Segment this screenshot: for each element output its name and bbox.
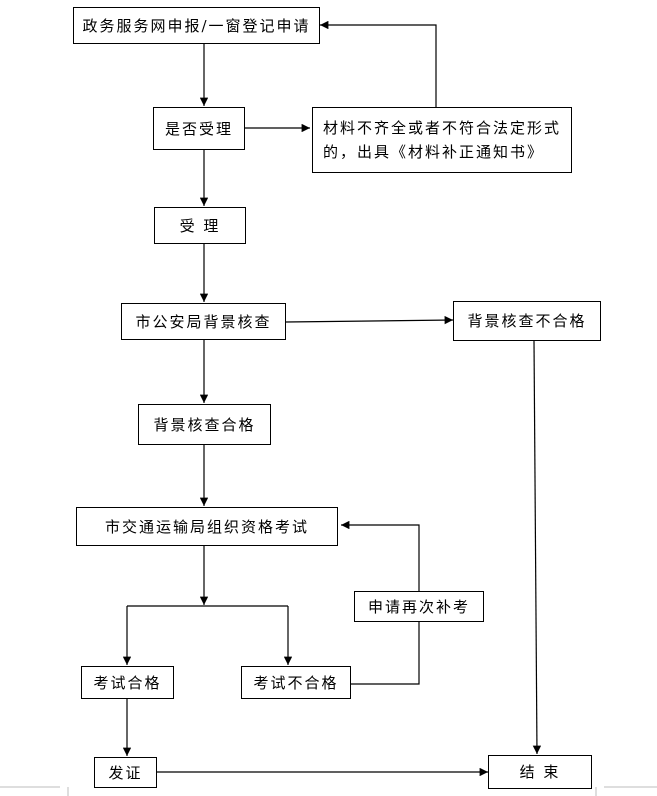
arrow-checkfail-to-end: [532, 340, 542, 755]
box-check-pass: 背景核查合格: [138, 404, 271, 445]
box-accept: 受 理: [154, 207, 246, 244]
arrow-notice-to-apply: [320, 20, 437, 107]
box-apply: 政务服务网申报/一窗登记申请: [73, 7, 320, 44]
box-notice: 材料不齐全或者不符合法定形式的，出具《材料补正通知书》: [312, 107, 572, 173]
arrow-reapply-to-exam: [341, 520, 420, 591]
box-cert: 发证: [94, 757, 157, 788]
arrow-check-to-checkfail: [285, 315, 454, 325]
box-exam-fail: 考试不合格: [241, 666, 351, 699]
box-check: 市公安局背景核查: [121, 303, 286, 340]
arrow-examfail-to-reapply: [351, 622, 420, 685]
box-exam-pass: 考试合格: [81, 666, 174, 699]
box-decide: 是否受理: [153, 107, 245, 150]
box-reapply: 申请再次补考: [354, 591, 484, 622]
page-corner-marks: [0, 786, 657, 796]
box-check-fail: 背景核查不合格: [453, 301, 601, 341]
box-end: 结 束: [488, 755, 592, 789]
box-exam: 市交通运输局组织资格考试: [76, 507, 338, 546]
